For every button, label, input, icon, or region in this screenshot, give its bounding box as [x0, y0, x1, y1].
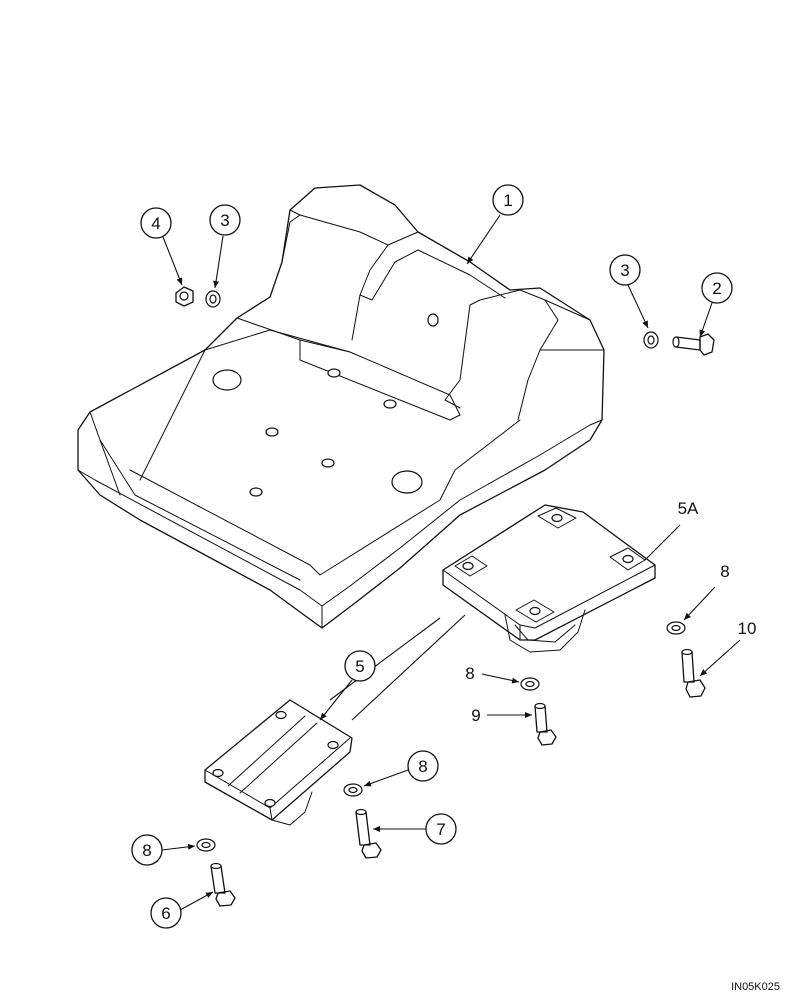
leader-5a: [644, 524, 681, 561]
bolt-part-9: [534, 702, 557, 746]
svg-text:6: 6: [161, 904, 170, 923]
mount-hole: [249, 487, 263, 497]
mount-hole: [265, 427, 279, 437]
leader-8-c: [363, 769, 409, 787]
nut-part-4: [175, 286, 194, 307]
plate-hole: [275, 710, 287, 720]
callout-4: 4: [140, 207, 172, 239]
svg-text:5: 5: [355, 657, 364, 676]
leader-10: [699, 639, 741, 677]
label-9: 9: [471, 706, 480, 725]
callout-8-c: 8: [407, 750, 439, 782]
mount-hole: [391, 470, 423, 494]
leader-3-left: [213, 235, 224, 289]
svg-text:7: 7: [436, 820, 445, 839]
callout-1: 1: [492, 184, 524, 216]
mount-hole: [383, 399, 397, 409]
callout-6: 6: [150, 897, 182, 929]
washer-part-3-left: [205, 290, 221, 308]
mount-hole: [427, 313, 439, 327]
mount-hole: [212, 369, 242, 391]
mount-hole: [327, 368, 341, 378]
leader-6: [179, 891, 214, 911]
washer-part-8-d: [196, 838, 216, 852]
washer-part-8-a: [666, 621, 686, 635]
bolt-part-2: [672, 333, 715, 356]
leader-3-right: [627, 284, 649, 329]
label-8-a: 8: [720, 562, 729, 581]
svg-text:8: 8: [418, 757, 427, 776]
svg-text:3: 3: [220, 211, 229, 230]
leader-8-b: [481, 673, 520, 684]
svg-text:3: 3: [620, 261, 629, 280]
leader-8-d: [161, 843, 196, 851]
svg-text:8: 8: [142, 841, 151, 860]
callout-8-d: 8: [131, 834, 163, 866]
seat-plate-part-5a: [442, 504, 656, 653]
callout-3-right: 3: [609, 254, 641, 286]
plate-hole: [551, 513, 563, 523]
washer-part-8-b: [520, 677, 540, 691]
mounting-plate-part-5: [204, 699, 353, 826]
label-5a: 5A: [678, 499, 699, 518]
plate-hole: [212, 768, 224, 778]
plate-hole: [529, 606, 541, 616]
svg-text:2: 2: [712, 279, 721, 298]
seat-base-part-1: [77, 184, 605, 629]
plate-hole: [327, 740, 339, 750]
plate-hole: [622, 554, 634, 564]
label-10: 10: [738, 619, 757, 638]
plate-hole: [264, 798, 276, 808]
leader-8-a: [683, 586, 716, 621]
callout-2: 2: [701, 272, 733, 304]
mount-hole: [321, 458, 335, 468]
plate-hole: [462, 561, 474, 571]
washer-part-3-right: [643, 331, 659, 349]
callout-5: 5: [344, 650, 376, 682]
label-8-b: 8: [465, 664, 474, 683]
bolt-part-10: [681, 648, 706, 698]
svg-text:1: 1: [503, 191, 512, 210]
svg-text:4: 4: [151, 214, 160, 233]
bolt-part-7: [355, 808, 382, 859]
figure-code: IN05K025: [731, 981, 780, 993]
leader-1: [466, 214, 501, 265]
leader-5: [319, 679, 353, 721]
callout-3-left: 3: [209, 204, 241, 236]
bolt-part-6: [210, 862, 236, 907]
leader-2: [699, 302, 713, 338]
callout-7: 7: [425, 813, 457, 845]
leader-4: [162, 236, 183, 286]
washer-part-8-c: [343, 783, 363, 797]
